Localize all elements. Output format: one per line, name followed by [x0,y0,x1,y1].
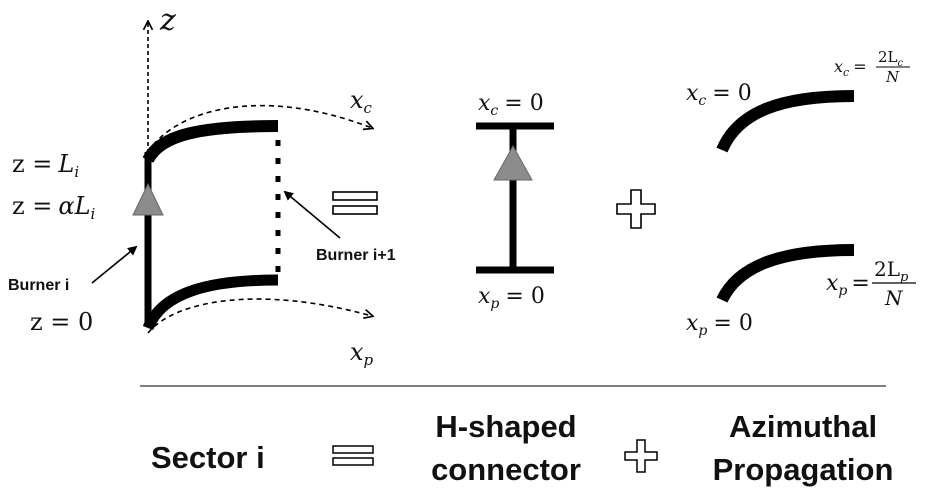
xp-direction-curve [147,298,372,334]
svg-text:xc=: xc= [834,57,867,79]
az-xc-zero-label: xc= 0 [686,81,752,109]
caption-sector: Sector i [151,440,265,475]
h-flame-triangle [493,144,533,181]
caption-az-line1: Azimuthal [729,409,877,444]
sector-geometry: z z =Li z =αLi z = 0 Burner i Burner i+1 [8,3,396,369]
burner-next-label: Burner i+1 [316,247,396,264]
xc-direction-curve [147,104,372,153]
az-bottom-curve [716,244,855,303]
svg-text:2Lc: 2Lc [878,48,904,69]
caption-h-line1: H-shaped [435,409,576,444]
az-xp-end-label: xp= 2Lp N [826,257,916,310]
xp-label: xp [350,338,374,369]
az-xc-end-label: xc= 2Lc N [834,48,910,86]
svg-text:xp=: xp= [826,271,870,299]
h-xp-zero-label: xp= 0 [478,284,545,312]
plus-symbol [616,189,656,229]
burner-i-label: Burner i [8,277,69,294]
caption-az-line2: Propagation [713,452,894,487]
burner-i-arrow [91,245,138,284]
chamber-top-curve [142,120,279,164]
caption-plus-symbol [624,439,658,473]
az-xp-zero-label: xp= 0 [686,311,753,339]
svg-text:2Lp: 2Lp [874,257,909,285]
z-li-label: z =Li [12,150,79,181]
svg-text:N: N [884,286,904,310]
flame-triangle [132,182,164,216]
burner-next-arrow [283,190,341,239]
z-axis-label: z [159,3,176,38]
h-connector-geometry: xc= 0 xp= 0 [476,91,554,312]
equals-symbol [332,191,378,215]
caption-equals-symbol [332,445,374,466]
z-alpha-li-label: z =αLi [12,192,96,223]
az-top-curve [716,90,855,153]
z-zero-label: z = 0 [30,308,93,336]
caption-row: Sector i H-shaped connector Azimuthal Pr… [151,409,893,487]
svg-text:N: N [885,68,900,86]
azimuthal-geometry: xc= 0 xp= 0 xc= 2Lc N xp= 2Lp N [686,48,916,339]
h-xc-zero-label: xc= 0 [478,91,544,119]
plenum-bottom-curve [142,274,279,331]
caption-h-line2: connector [431,452,581,487]
xc-label: xc [350,86,373,117]
